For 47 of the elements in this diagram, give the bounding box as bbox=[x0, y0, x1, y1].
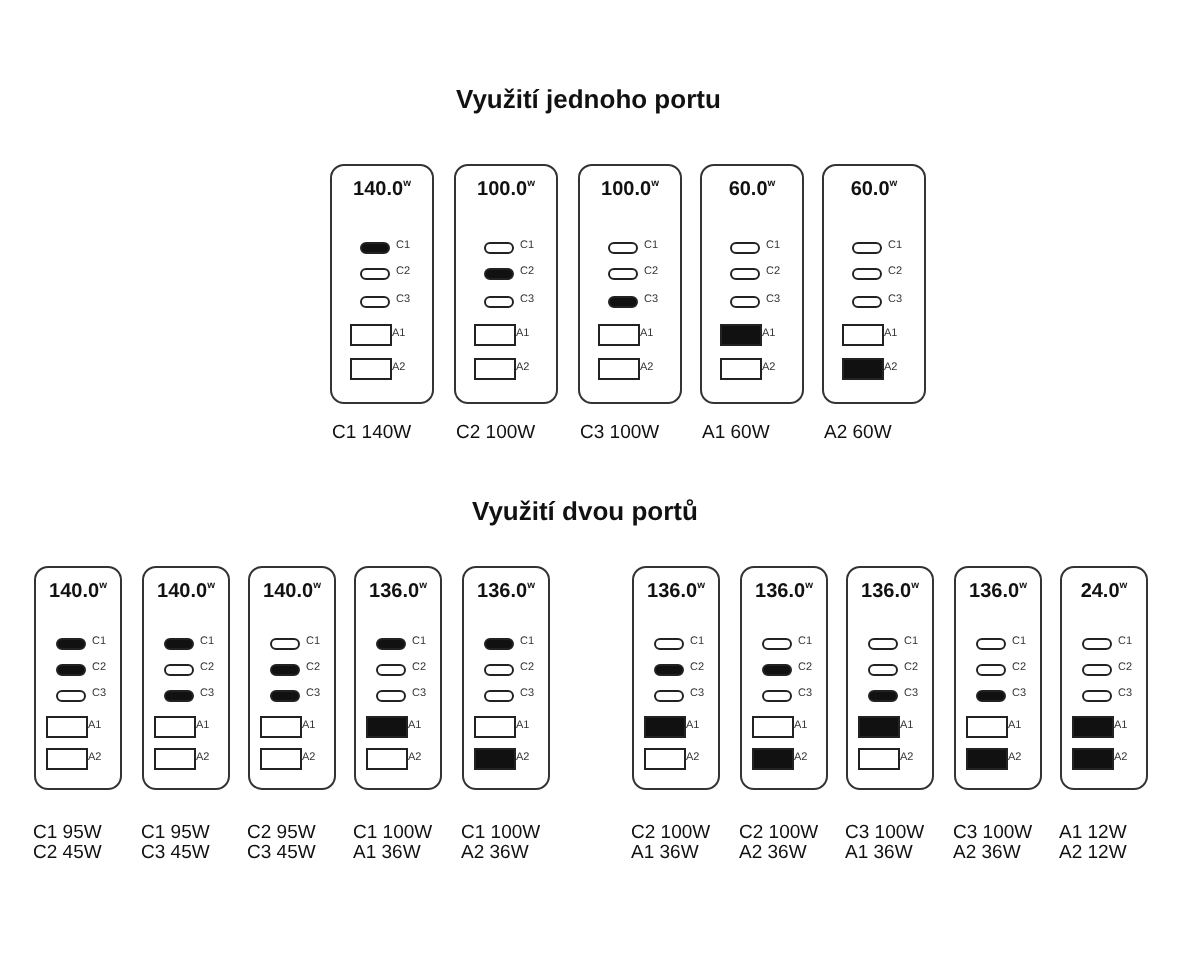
power-display: 140.0$^{w}$ bbox=[351, 178, 413, 201]
charger-card bbox=[248, 566, 336, 790]
port-usage-caption: C2 100W bbox=[456, 424, 538, 444]
power-display: 136.0$^{w}$ bbox=[475, 580, 537, 603]
power-display: 136.0$^{w}$ bbox=[967, 580, 1029, 603]
charger-card bbox=[34, 566, 122, 790]
charger-card bbox=[454, 164, 558, 404]
port-usage-caption: A1 12W A2 12W bbox=[1059, 824, 1129, 864]
power-display: 140.0$^{w}$ bbox=[261, 580, 323, 603]
power-display: 140.0$^{w}$ bbox=[47, 580, 109, 603]
power-display: 100.0$^{w}$ bbox=[599, 178, 661, 201]
port-usage-caption: C1 95W C3 45W bbox=[141, 824, 212, 864]
charger-card bbox=[740, 566, 828, 790]
charger-card bbox=[632, 566, 720, 790]
power-display: 136.0$^{w}$ bbox=[753, 580, 815, 603]
charger-card bbox=[1060, 566, 1148, 790]
power-display: 136.0$^{w}$ bbox=[859, 580, 921, 603]
port-usage-caption: C2 100W A2 36W bbox=[739, 824, 821, 864]
charger-card bbox=[954, 566, 1042, 790]
power-display: 60.0$^{w}$ bbox=[848, 178, 900, 201]
port-usage-caption: C3 100W bbox=[580, 424, 662, 444]
port-usage-caption: C2 95W C3 45W bbox=[247, 824, 318, 864]
power-display: 100.0$^{w}$ bbox=[475, 178, 537, 201]
heading: Využití dvou portů bbox=[472, 496, 698, 526]
charger-card bbox=[700, 164, 804, 404]
charger-card bbox=[354, 566, 442, 790]
charger-card bbox=[462, 566, 550, 790]
charger-card bbox=[822, 164, 926, 404]
charger-card bbox=[846, 566, 934, 790]
port-usage-caption: C3 100W A1 36W bbox=[845, 824, 927, 864]
charger-card bbox=[142, 566, 230, 790]
port-usage-caption: C1 100W A1 36W bbox=[353, 824, 435, 864]
port-usage-caption: C3 100W A2 36W bbox=[953, 824, 1035, 864]
power-display: 136.0$^{w}$ bbox=[367, 580, 429, 603]
port-usage-caption: A1 60W bbox=[702, 424, 772, 444]
power-display: 140.0$^{w}$ bbox=[155, 580, 217, 603]
port-usage-caption: C1 100W A2 36W bbox=[461, 824, 543, 864]
power-display: 136.0$^{w}$ bbox=[645, 580, 707, 603]
port-usage-caption: A2 60W bbox=[824, 424, 894, 444]
charger-card bbox=[330, 164, 434, 404]
port-usage-caption: C1 95W C2 45W bbox=[33, 824, 104, 864]
charger-card bbox=[578, 164, 682, 404]
power-display: 60.0$^{w}$ bbox=[726, 178, 778, 201]
port-usage-caption: C1 140W bbox=[332, 424, 414, 444]
port-usage-caption: C2 100W A1 36W bbox=[631, 824, 713, 864]
heading: Využití jednoho portu bbox=[456, 84, 721, 114]
power-display: 24.0$^{w}$ bbox=[1078, 580, 1130, 603]
